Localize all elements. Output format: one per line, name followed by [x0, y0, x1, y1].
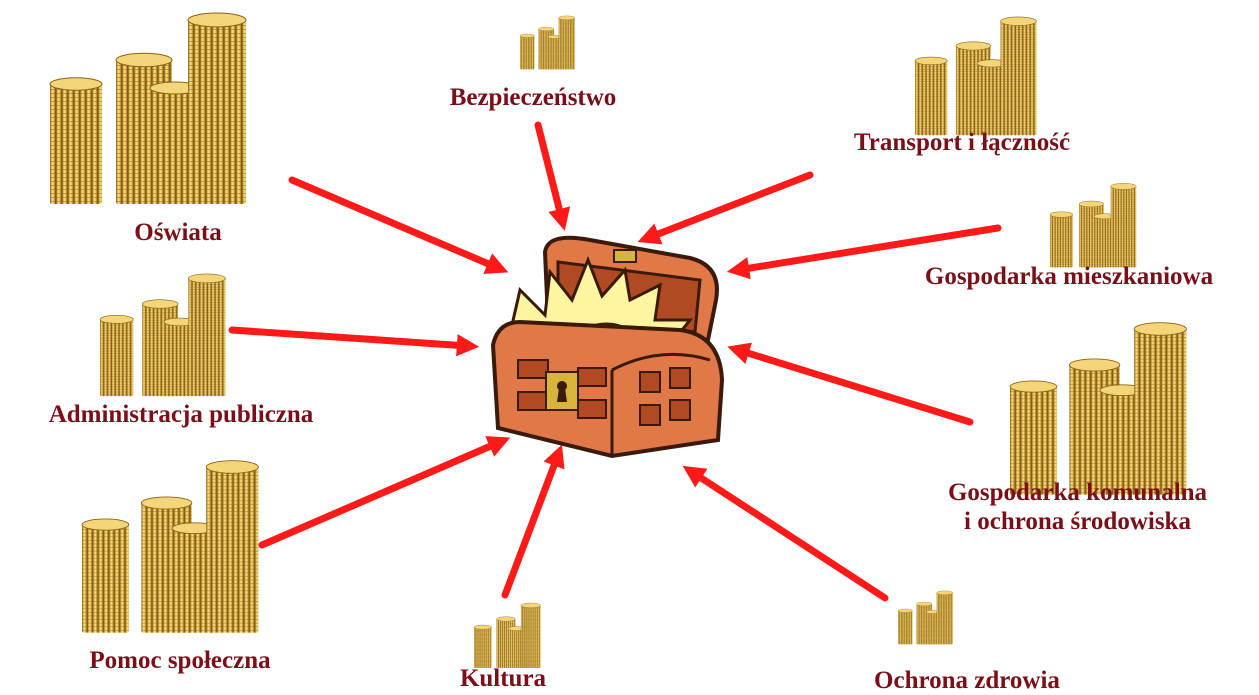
treasure-chest-icon: [490, 235, 725, 459]
label-line: Administracja publiczna: [48, 401, 314, 428]
coin-stack-pomoc: [81, 460, 259, 633]
label-line: Gospodarka mieszkaniowa: [924, 263, 1214, 290]
arrow-pomoc: [258, 436, 511, 549]
coin-stack-komunalna: [1009, 322, 1187, 495]
label-line: Bezpieczeństwo: [449, 84, 617, 111]
coin-stack-transport: [914, 16, 1037, 136]
label-line: Pomoc społeczna: [89, 647, 271, 674]
arrow-kultura: [501, 444, 565, 599]
label-line-1: Gospodarka komunalna: [947, 479, 1208, 506]
coin-stacks-group: [49, 12, 1187, 668]
label-line: Oświata: [134, 219, 222, 246]
coin-stack-mieszkaniowa: [1049, 183, 1137, 268]
label-kultura: Kultura: [438, 664, 568, 693]
label-administracja: Administracja publiczna: [6, 400, 356, 429]
arrow-bezpieczenstwo: [534, 121, 571, 231]
arrow-oswiata: [288, 176, 509, 274]
arrow-administracja: [228, 326, 480, 357]
arrows-group: [228, 121, 1002, 602]
coin-stack-administracja: [99, 273, 226, 397]
coin-stack-oswiata: [49, 12, 247, 204]
label-mieszkaniowa: Gospodarka mieszkaniowa: [884, 262, 1254, 291]
label-line: Ochrona zdrowia: [874, 667, 1060, 694]
label-line: Transport i łączność: [853, 129, 1071, 156]
label-komunalna: Gospodarka komunalna i ochrona środowisk…: [900, 478, 1255, 536]
label-zdrowie: Ochrona zdrowia: [842, 666, 1092, 695]
coin-stack-kultura: [473, 602, 541, 668]
coin-stack-zdrowie: [897, 590, 954, 645]
arrow-komunalna: [727, 342, 974, 426]
label-line: Kultura: [459, 665, 547, 692]
coin-stack-bezpieczenstwo: [519, 15, 576, 70]
arrow-zdrowie: [682, 465, 889, 602]
label-oswiata: Oświata: [108, 218, 248, 247]
label-line-2: i ochrona środowiska: [964, 508, 1191, 535]
arrow-mieszkaniowa: [726, 224, 1002, 280]
arrow-transport: [637, 171, 814, 245]
label-transport: Transport i łączność: [812, 128, 1112, 157]
label-pomoc: Pomoc społeczna: [50, 646, 310, 675]
label-bezpieczenstwo: Bezpieczeństwo: [418, 83, 648, 112]
